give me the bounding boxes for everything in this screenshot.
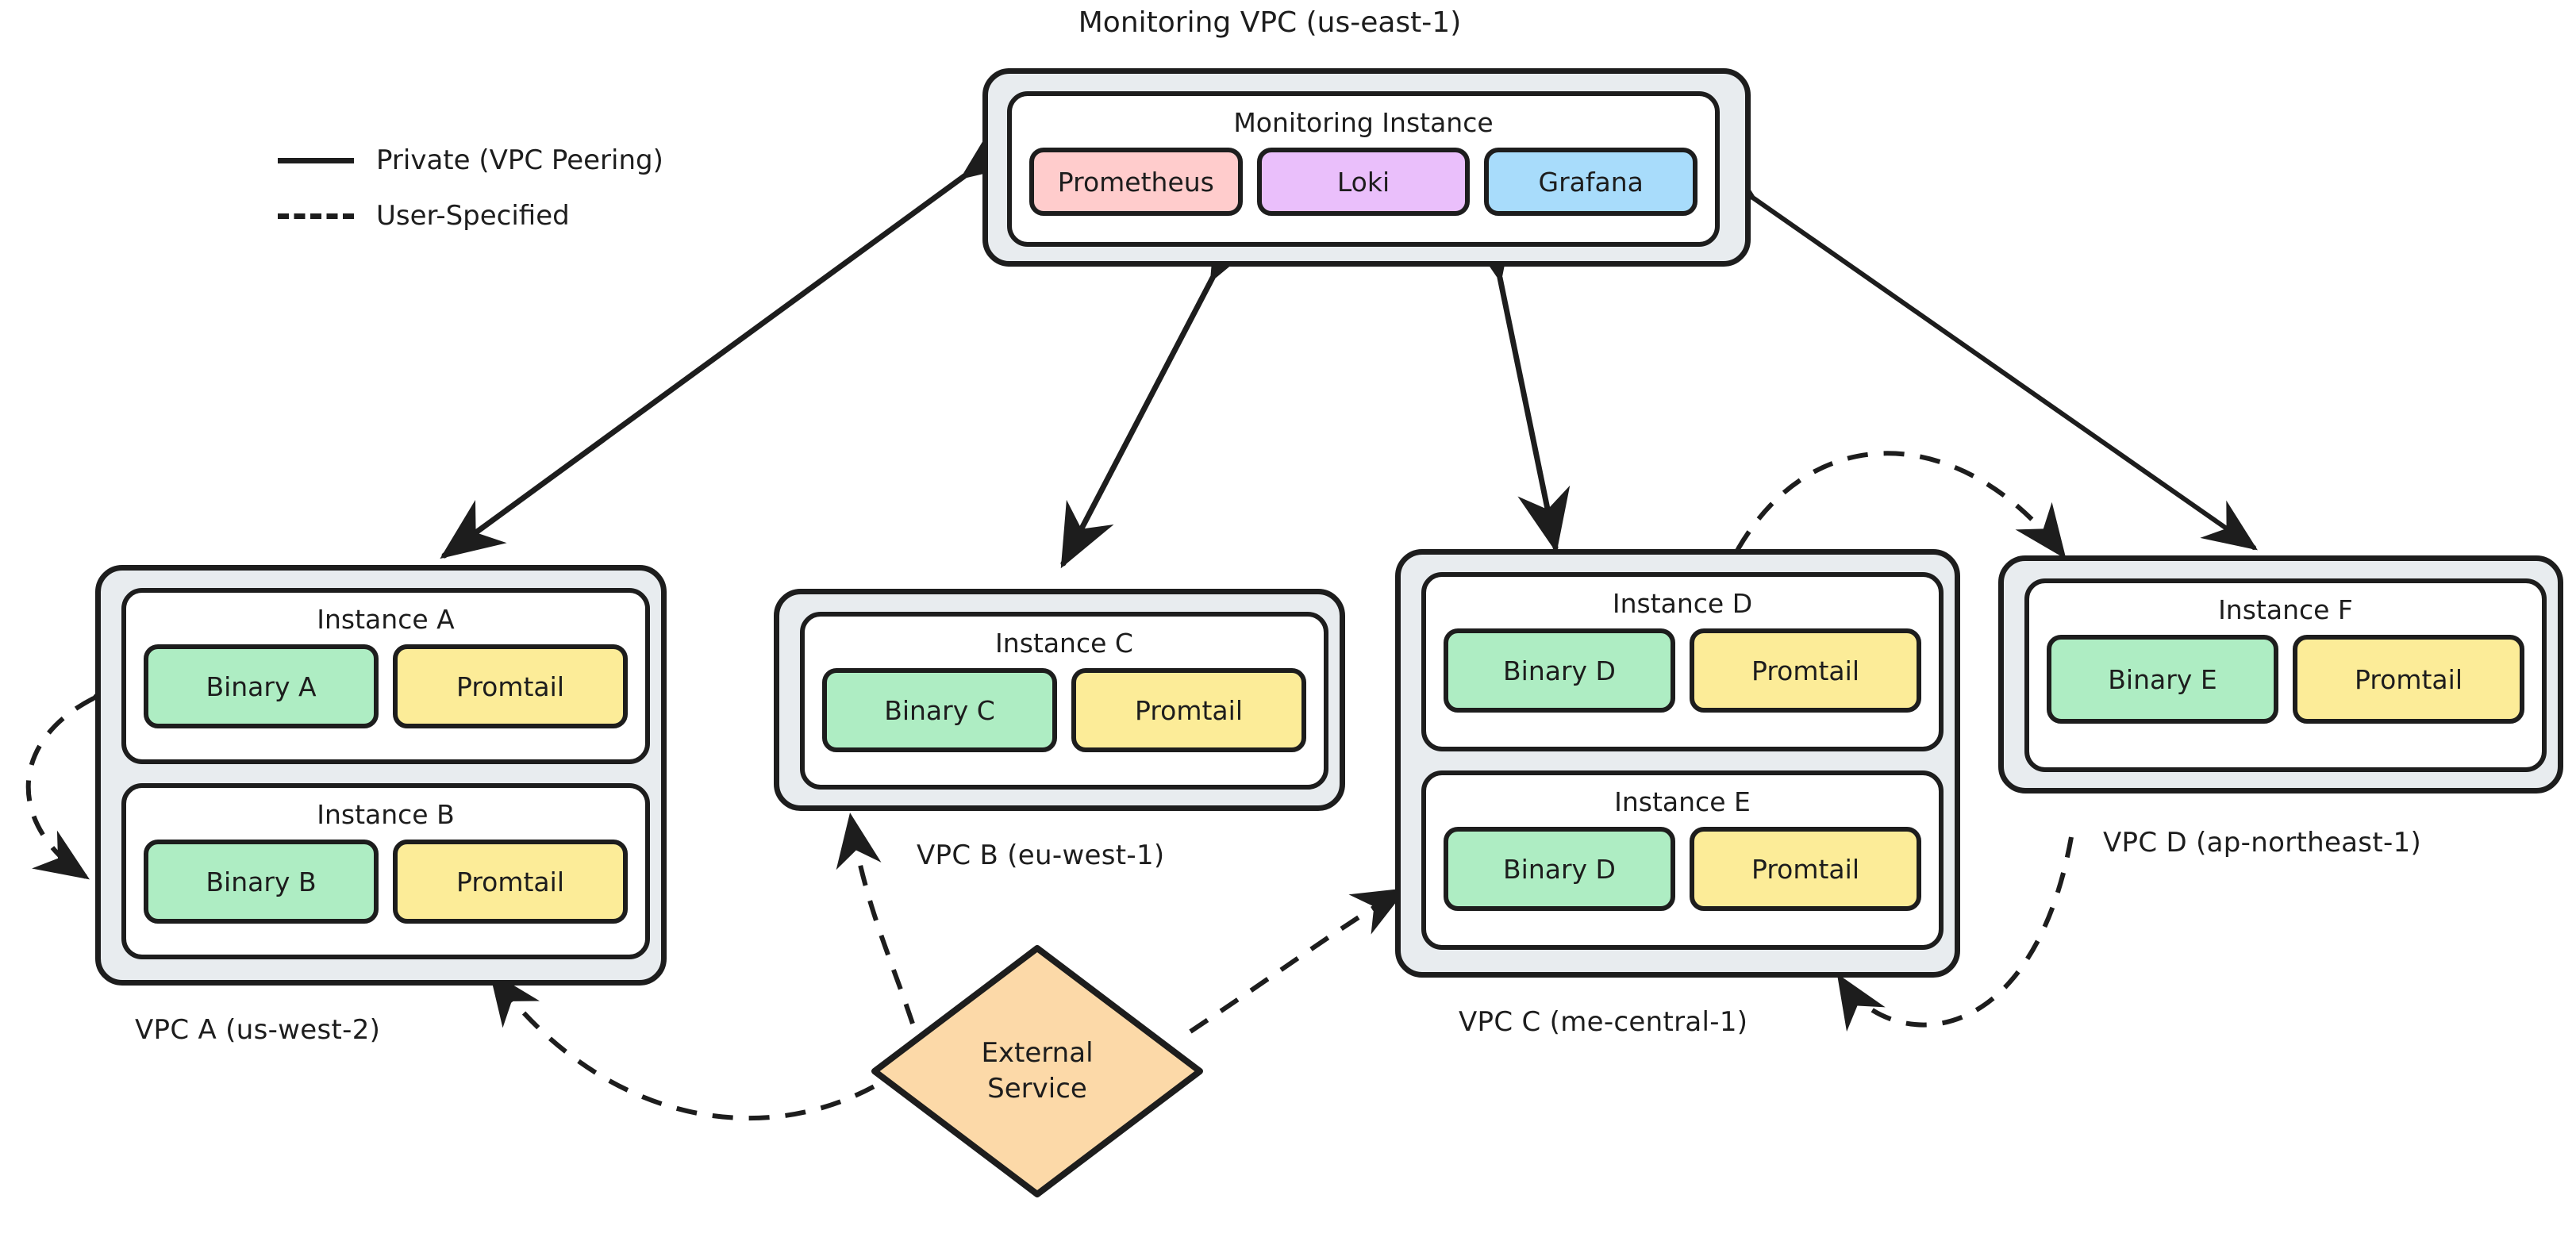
component-promtail-a-label: Promtail [456, 671, 564, 702]
vpc-c-label: VPC C (me-central-1) [1459, 1006, 1748, 1038]
edge-monitoring-vpcb [1060, 213, 1263, 569]
diamond-shape-icon [871, 945, 1203, 1197]
component-binary-b-label: Binary B [206, 866, 317, 897]
instance-e-card[interactable]: Instance E Binary D Promtail [1421, 770, 1944, 950]
legend-item-private: Private (VPC Peering) [278, 144, 663, 176]
component-binary-a[interactable]: Binary A [144, 644, 379, 728]
vpc-a-container: Instance A Binary A Promtail Instance B … [95, 565, 667, 986]
vpc-a-label: VPC A (us-west-2) [135, 1014, 381, 1046]
component-binary-c[interactable]: Binary C [822, 668, 1057, 752]
component-promtail-f[interactable]: Promtail [2293, 635, 2524, 724]
edge-vpcc-vpcd-upper [1693, 451, 2067, 604]
edge-external-vpcc [1189, 888, 1408, 1034]
legend-label-user-specified: User-Specified [376, 200, 570, 232]
instance-f-title: Instance F [2218, 594, 2353, 625]
external-service-line2: Service [987, 1073, 1087, 1105]
external-service-node[interactable]: External Service [867, 940, 1208, 1202]
component-binary-b[interactable]: Binary B [144, 840, 379, 924]
instance-e-title: Instance E [1614, 786, 1751, 817]
legend-item-user-specified: User-Specified [278, 200, 663, 232]
instance-f-card[interactable]: Instance F Binary E Promtail [2024, 578, 2547, 772]
component-promtail-a[interactable]: Promtail [393, 644, 628, 728]
instance-c-title: Instance C [995, 628, 1133, 659]
instance-b-title: Instance B [317, 799, 455, 830]
edge-external-vpca [489, 970, 906, 1121]
component-promtail-d-label: Promtail [1751, 655, 1859, 686]
edge-instancea-instanceb [25, 655, 148, 880]
component-prometheus[interactable]: Prometheus [1029, 148, 1243, 216]
component-promtail-b-label: Promtail [456, 866, 564, 897]
component-promtail-e-label: Promtail [1751, 853, 1859, 885]
vpc-b-label: VPC B (eu-west-1) [917, 840, 1165, 871]
edge-monitoring-vpcc [1462, 215, 1571, 553]
component-binary-f[interactable]: Binary E [2047, 635, 2278, 724]
component-binary-e[interactable]: Binary D [1444, 827, 1675, 911]
component-prometheus-label: Prometheus [1057, 166, 1214, 198]
component-binary-c-label: Binary C [884, 694, 995, 726]
monitoring-instance-title: Monitoring Instance [1233, 107, 1494, 138]
component-binary-d[interactable]: Binary D [1444, 628, 1675, 713]
component-promtail-e[interactable]: Promtail [1690, 827, 1921, 911]
component-grafana-label: Grafana [1538, 166, 1644, 198]
dashed-line-icon [278, 213, 354, 219]
instance-a-title: Instance A [317, 604, 455, 635]
component-promtail-b[interactable]: Promtail [393, 840, 628, 924]
instance-a-card[interactable]: Instance A Binary A Promtail [121, 588, 650, 764]
component-promtail-c[interactable]: Promtail [1071, 668, 1306, 752]
vpc-d-label: VPC D (ap-northeast-1) [2103, 827, 2422, 859]
legend-label-private: Private (VPC Peering) [376, 144, 663, 176]
component-loki[interactable]: Loki [1256, 148, 1471, 216]
component-grafana[interactable]: Grafana [1484, 148, 1698, 216]
vpc-b-container: Instance C Binary C Promtail [774, 589, 1345, 811]
monitoring-vpc-container: Monitoring Instance Prometheus Loki Graf… [982, 68, 1751, 267]
monitoring-vpc-title: Monitoring VPC (us-east-1) [1078, 6, 1462, 39]
solid-line-icon [278, 157, 354, 163]
vpc-c-container: Instance D Binary D Promtail Instance E … [1395, 549, 1960, 978]
instance-c-card[interactable]: Instance C Binary C Promtail [800, 612, 1328, 790]
edge-monitoring-vpcd [1700, 151, 2258, 551]
component-promtail-d[interactable]: Promtail [1690, 628, 1921, 713]
component-binary-a-label: Binary A [206, 671, 317, 702]
component-binary-f-label: Binary E [2108, 663, 2217, 695]
component-loki-label: Loki [1336, 166, 1390, 198]
component-promtail-f-label: Promtail [2355, 663, 2463, 695]
component-binary-e-label: Binary D [1503, 853, 1616, 885]
instance-d-card[interactable]: Instance D Binary D Promtail [1421, 572, 1944, 751]
instance-d-title: Instance D [1612, 588, 1753, 619]
instance-b-card[interactable]: Instance B Binary B Promtail [121, 783, 650, 959]
external-service-line1: External [981, 1037, 1094, 1070]
legend: Private (VPC Peering) User-Specified [278, 144, 663, 256]
vpc-d-container: Instance F Binary E Promtail [1998, 555, 2563, 793]
component-binary-d-label: Binary D [1503, 655, 1616, 686]
external-service-label-group: External Service [867, 940, 1208, 1202]
component-promtail-c-label: Promtail [1135, 694, 1243, 726]
monitoring-instance-card[interactable]: Monitoring Instance Prometheus Loki Graf… [1007, 91, 1720, 247]
